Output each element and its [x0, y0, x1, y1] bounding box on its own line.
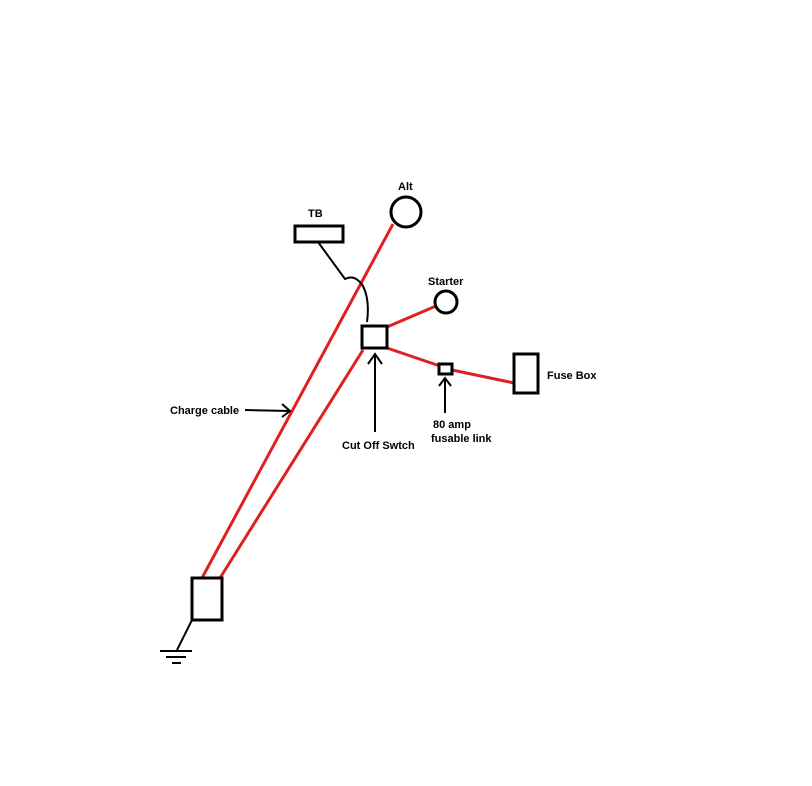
tb-label: TB — [308, 208, 323, 220]
cut-off-switch-arrow-icon — [367, 352, 383, 432]
switch-to-starter-wire — [386, 304, 437, 329]
ground-icon — [160, 619, 193, 664]
alt-label: Alt — [398, 181, 413, 193]
cut-off-switch-icon — [360, 324, 389, 350]
cut-off-switch-label: Cut Off Swtch — [342, 440, 415, 452]
switch-to-fusable-link-wire — [386, 346, 441, 368]
fusable-link-arrow-icon — [438, 376, 452, 413]
fuse-box-label: Fuse Box — [547, 370, 597, 382]
terminal-block-wire — [317, 241, 369, 323]
fusable-link-label-line1: 80 amp — [433, 419, 471, 431]
fusable-link-to-fuse-box-wire — [451, 368, 515, 385]
starter-icon — [433, 289, 459, 315]
charge-cable-label: Charge cable — [170, 405, 239, 417]
battery-icon — [190, 576, 224, 622]
fuse-box-icon — [512, 352, 540, 395]
alternator-icon — [389, 195, 423, 229]
fusable-link-icon — [437, 362, 454, 376]
charge-cable-arrow-icon — [244, 403, 292, 418]
fusable-link-label-line2: fusable link — [431, 433, 492, 445]
battery-to-switch-wire — [218, 349, 365, 579]
terminal-block-icon — [293, 224, 345, 244]
starter-label: Starter — [428, 276, 464, 288]
